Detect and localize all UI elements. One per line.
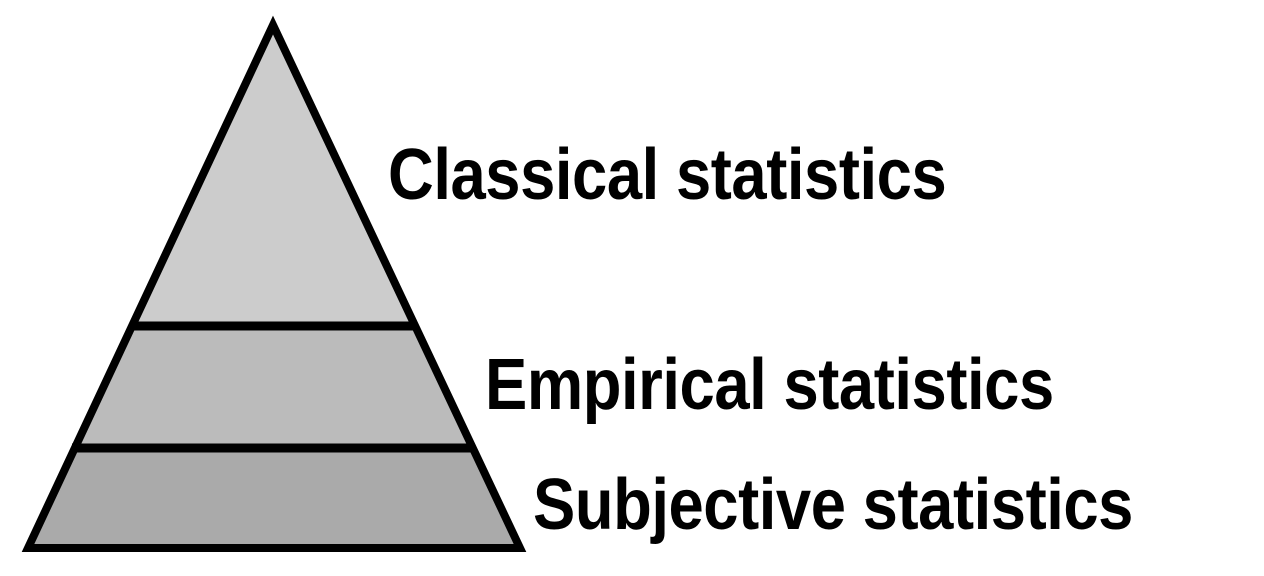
tier-label-classical: Classical statistics [388,135,947,215]
pyramid-tier-empirical [74,326,473,448]
pyramid-tier-subjective [28,448,520,548]
pyramid-tier-classical [133,25,414,326]
pyramid-outline [21,15,527,552]
tier-label-empirical: Empirical statistics [485,345,1054,425]
tier-label-subjective: Subjective statistics [533,465,1133,545]
